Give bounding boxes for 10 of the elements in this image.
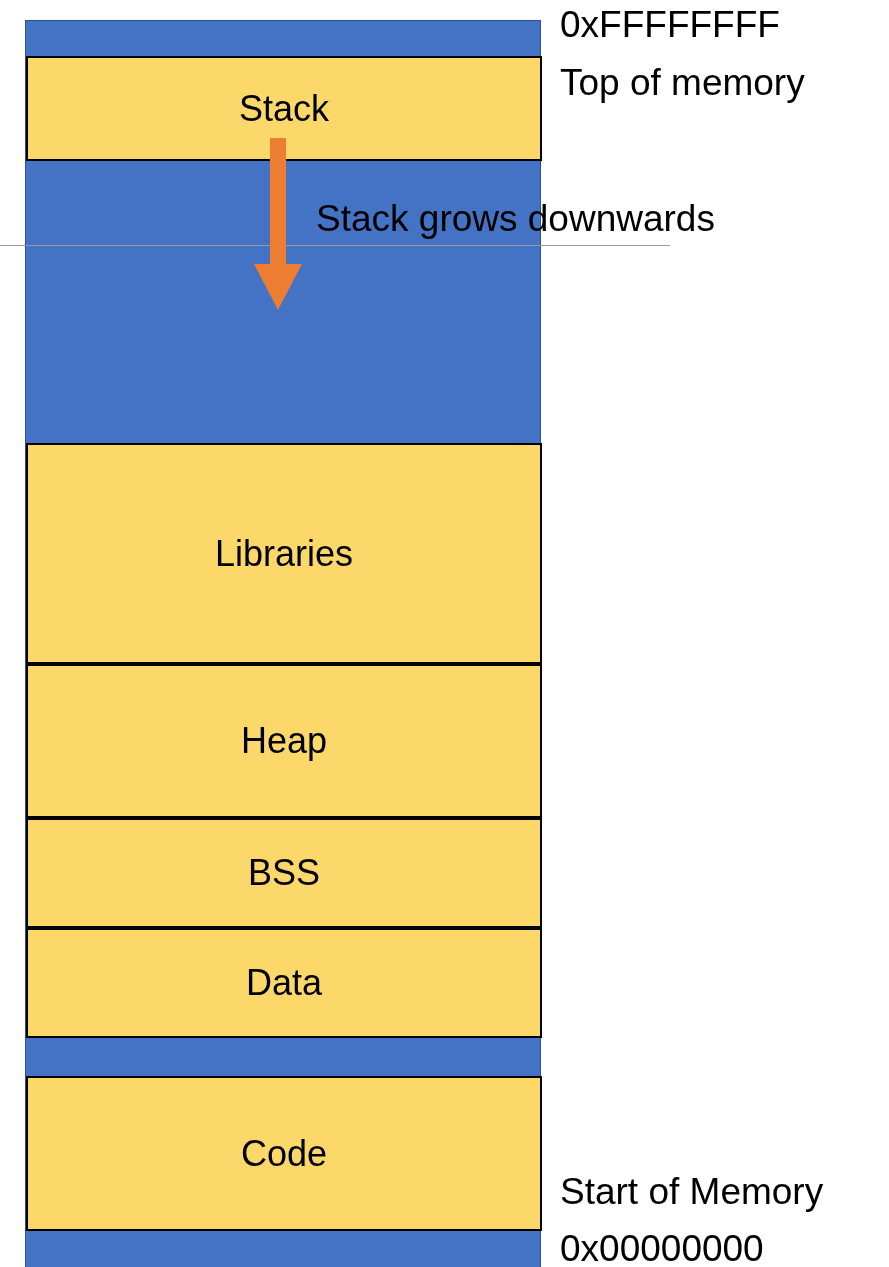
address-label: 0xFFFFFFFF <box>560 6 780 43</box>
memory-segment: BSS <box>26 818 542 928</box>
memory-segment: Data <box>26 928 542 1038</box>
memory-label: Start of Memory <box>560 1173 824 1210</box>
memory-label: Top of memory <box>560 64 805 101</box>
address-label: 0x00000000 <box>560 1230 764 1267</box>
memory-segment: Libraries <box>26 443 542 664</box>
memory-segment: Heap <box>26 664 542 818</box>
memory-segment: Stack <box>26 56 542 161</box>
memory-segment: Code <box>26 1076 542 1231</box>
